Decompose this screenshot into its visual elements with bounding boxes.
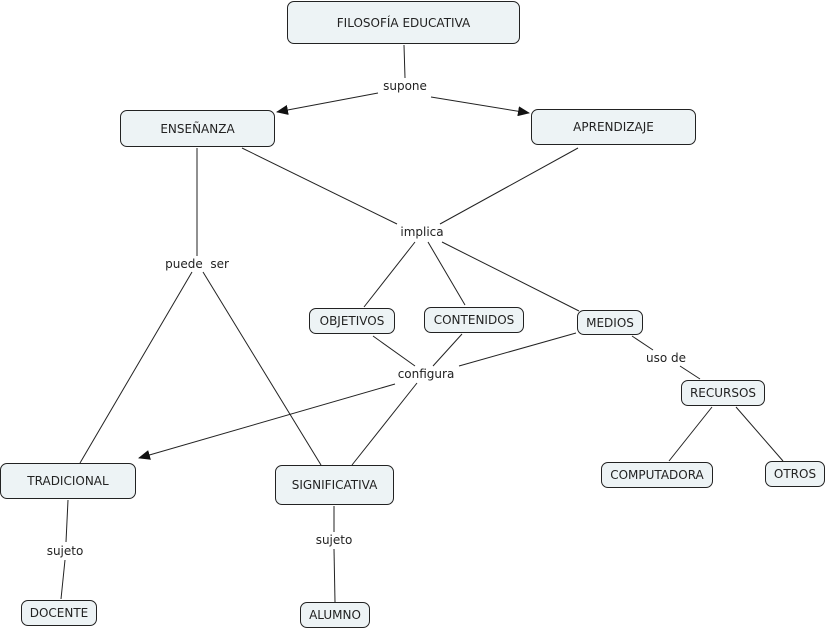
concept-ensenanza[interactable]: ENSEÑANZA bbox=[120, 110, 275, 147]
line-implica-medios bbox=[441, 241, 580, 312]
linking-phrase-sujeto-significativa[interactable]: sujeto bbox=[313, 533, 355, 547]
line-tradicional-sujeto bbox=[65, 499, 69, 543]
linking-phrase-configura[interactable]: configura bbox=[395, 367, 457, 381]
concept-label: CONTENIDOS bbox=[433, 313, 515, 327]
concept-alumno[interactable]: ALUMNO bbox=[300, 602, 370, 628]
concept-label: MEDIOS bbox=[586, 315, 634, 330]
concept-label: OBJETIVOS bbox=[319, 314, 385, 328]
concept-docente[interactable]: DOCENTE bbox=[21, 600, 97, 626]
concept-label: ALUMNO bbox=[309, 608, 361, 622]
line-configura-significativa bbox=[351, 382, 418, 466]
concept-computadora[interactable]: COMPUTADORA bbox=[601, 462, 713, 488]
line-puede-ser-significativa bbox=[202, 271, 322, 466]
line-medios-configura bbox=[458, 332, 577, 367]
concept-label: DOCENTE bbox=[29, 606, 89, 620]
concept-contenidos[interactable]: CONTENIDOS bbox=[424, 307, 524, 333]
concept-label: APRENDIZAJE bbox=[573, 120, 654, 134]
line-puede-ser-tradicional bbox=[79, 271, 193, 464]
line-recursos-computadora bbox=[668, 406, 713, 462]
concept-tradicional[interactable]: TRADICIONAL bbox=[0, 463, 136, 499]
line-ensenanza-implica bbox=[241, 147, 398, 225]
line-filosofia-supone bbox=[403, 44, 406, 79]
concept-label: SIGNIFICATIVA bbox=[291, 478, 378, 492]
concept-medios[interactable]: MEDIOS bbox=[577, 310, 643, 335]
concept-aprendizaje[interactable]: APRENDIZAJE bbox=[531, 109, 696, 145]
linking-phrase-uso-de[interactable]: uso de bbox=[643, 351, 689, 365]
concept-label: ENSEÑANZA bbox=[160, 121, 235, 136]
concept-label: FILOSOFÍA EDUCATIVA bbox=[336, 15, 471, 30]
linking-phrase-supone[interactable]: supone bbox=[381, 79, 429, 93]
line-sujeto-alumno bbox=[333, 548, 336, 603]
concept-label: TRADICIONAL bbox=[27, 474, 109, 488]
line-objetivos-configura bbox=[372, 335, 416, 367]
line-uso-de-recursos bbox=[679, 365, 701, 380]
concept-label: OTROS bbox=[773, 467, 817, 481]
linking-phrase-sujeto-tradicional[interactable]: sujeto bbox=[44, 544, 86, 558]
arrow-configura-tradicional bbox=[138, 383, 396, 460]
line-sujeto-docente bbox=[60, 559, 66, 600]
linking-phrase-implica[interactable]: implica bbox=[398, 225, 446, 239]
concept-filosofia-educativa[interactable]: FILOSOFÍA EDUCATIVA bbox=[287, 1, 520, 44]
arrow-supone-aprendizaje bbox=[430, 96, 530, 117]
linking-phrase-puede-ser[interactable]: puede ser bbox=[163, 257, 231, 271]
concept-otros[interactable]: OTROS bbox=[765, 461, 825, 487]
line-implica-objetivos bbox=[363, 241, 416, 308]
arrow-supone-ensenanza bbox=[276, 92, 379, 115]
concept-objetivos[interactable]: OBJETIVOS bbox=[309, 308, 395, 334]
line-implica-contenidos bbox=[427, 241, 466, 306]
concept-significativa[interactable]: SIGNIFICATIVA bbox=[275, 465, 394, 505]
line-contenidos-configura bbox=[432, 333, 463, 367]
line-recursos-otros bbox=[735, 406, 784, 462]
line-aprendizaje-implica bbox=[439, 147, 579, 225]
concept-label: COMPUTADORA bbox=[610, 468, 704, 482]
concept-recursos[interactable]: RECURSOS bbox=[681, 380, 765, 406]
concept-label: RECURSOS bbox=[689, 386, 757, 400]
line-medios-uso-de bbox=[631, 335, 654, 351]
